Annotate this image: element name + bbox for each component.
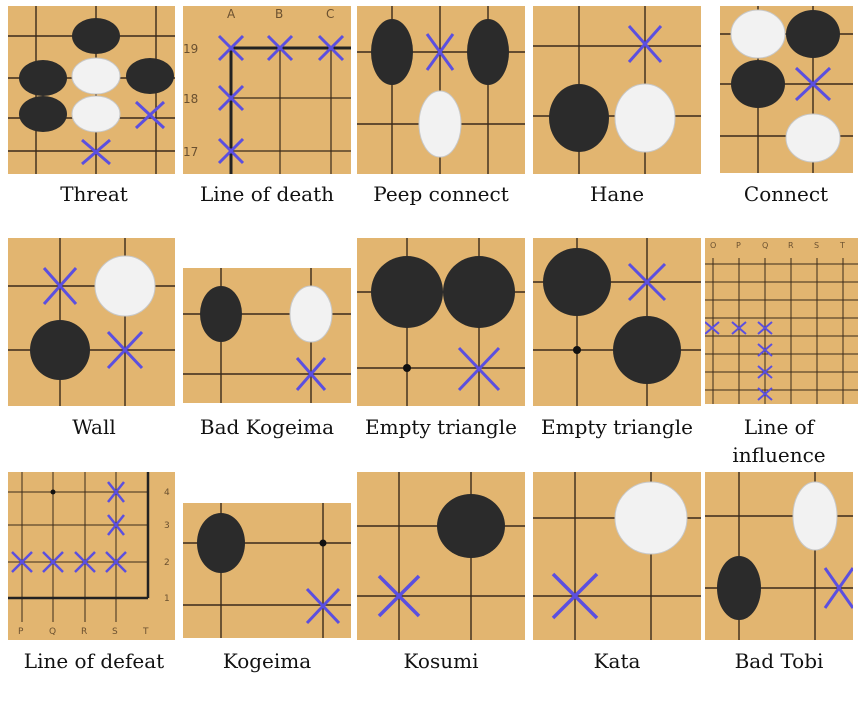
caption: Bad Tobi xyxy=(700,647,858,675)
caption: Line of influence xyxy=(700,413,858,469)
white-stone xyxy=(95,256,155,316)
row-label: 17 xyxy=(183,145,198,159)
caption: Wall xyxy=(8,413,180,441)
black-stone xyxy=(786,10,840,58)
col-label: T xyxy=(142,627,149,637)
caption: Hane xyxy=(533,180,701,208)
col-label: A xyxy=(227,7,236,21)
black-stone xyxy=(467,19,509,85)
white-stone xyxy=(419,91,461,157)
caption: Threat xyxy=(8,180,180,208)
col-label: Q xyxy=(762,241,768,250)
col-label: P xyxy=(736,241,741,250)
black-stone xyxy=(30,320,90,380)
caption: Kata xyxy=(533,647,701,675)
black-stone xyxy=(371,256,443,328)
white-stone xyxy=(793,482,837,550)
col-label: R xyxy=(81,627,87,637)
diagram-empty-triangle-2 xyxy=(533,238,701,406)
white-stone xyxy=(72,58,120,94)
diagram-peep-connect xyxy=(357,6,525,174)
black-stone xyxy=(371,19,413,85)
black-stone xyxy=(19,96,67,132)
white-stone xyxy=(615,482,687,554)
col-label: R xyxy=(788,241,794,250)
col-label: S xyxy=(814,241,819,250)
diagram-line-of-defeat: 4 3 2 1 P Q R S T xyxy=(8,472,175,640)
white-stone xyxy=(615,84,675,152)
caption: Line of death xyxy=(183,180,351,208)
diagram-kosumi xyxy=(357,472,525,640)
black-stone xyxy=(443,256,515,328)
col-label: O xyxy=(710,241,716,250)
white-stone xyxy=(731,10,785,58)
col-label: Q xyxy=(49,627,56,637)
row-label: 1 xyxy=(164,594,170,604)
row-label: 3 xyxy=(164,521,170,531)
black-stone xyxy=(437,494,505,558)
black-stone xyxy=(126,58,174,94)
white-stone xyxy=(72,96,120,132)
col-label: P xyxy=(18,627,24,637)
row-label: 18 xyxy=(183,92,198,106)
black-stone xyxy=(197,513,245,573)
black-stone xyxy=(543,248,611,316)
col-label: B xyxy=(275,7,283,21)
diagram-wall xyxy=(8,238,175,406)
diagram-bad-kogeima xyxy=(183,268,351,403)
col-label: C xyxy=(326,7,334,21)
caption: Empty triangle xyxy=(357,413,525,441)
row-label: 19 xyxy=(183,42,198,56)
black-stone xyxy=(19,60,67,96)
diagram-threat xyxy=(8,6,175,174)
black-stone xyxy=(72,18,120,54)
black-stone xyxy=(200,286,242,342)
white-stone xyxy=(786,114,840,162)
diagram-connect xyxy=(720,6,853,173)
col-label: S xyxy=(112,627,118,637)
diagram-bad-tobi xyxy=(705,472,853,640)
black-stone xyxy=(613,316,681,384)
diagram-kogeima xyxy=(183,503,351,638)
diagram-kata xyxy=(533,472,701,640)
row-label: 4 xyxy=(164,488,170,498)
diagram-line-of-death: A B C 19 18 17 xyxy=(183,6,351,174)
diagram-hane xyxy=(533,6,701,174)
black-stone xyxy=(731,60,785,108)
col-label: T xyxy=(839,241,845,250)
black-stone xyxy=(717,556,761,620)
caption: Peep connect xyxy=(357,180,525,208)
caption: Line of defeat xyxy=(8,647,180,675)
diagram-line-of-influence: O P Q R S T xyxy=(705,238,858,404)
row-label: 2 xyxy=(164,558,170,568)
caption: Connect xyxy=(700,180,858,208)
caption: Bad Kogeima xyxy=(183,413,351,441)
caption: Empty triangle xyxy=(533,413,701,441)
white-stone xyxy=(290,286,332,342)
diagram-empty-triangle-1 xyxy=(357,238,525,406)
caption: Kosumi xyxy=(357,647,525,675)
black-stone xyxy=(549,84,609,152)
caption: Kogeima xyxy=(183,647,351,675)
